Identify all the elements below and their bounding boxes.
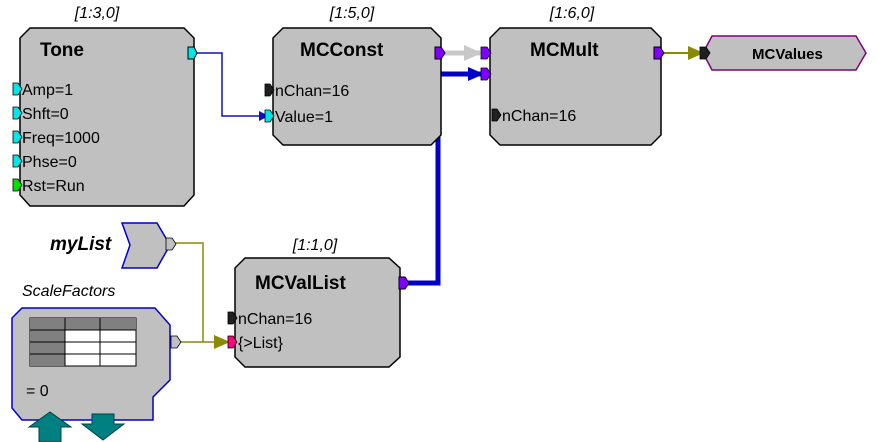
tone-shft-port[interactable]	[12, 106, 23, 120]
tone-freq-label: Freq=1000	[22, 130, 100, 147]
mcmult-nchan-port[interactable]	[491, 108, 502, 122]
mcvallist-block-title: MCValList	[255, 273, 346, 294]
tone-phse-label: Phse=0	[22, 154, 77, 171]
mcmult-block[interactable]: [1:6,0] MCMult nChan=16	[480, 5, 665, 146]
mcvalues-tag[interactable]: MCValues	[699, 35, 867, 71]
tone-block-title: Tone	[40, 40, 84, 61]
wire-mcvallist-to-mcmult[interactable]	[406, 67, 484, 286]
tone-rst-port[interactable]	[12, 178, 23, 192]
mcvallist-nchan-label: nChan=16	[238, 311, 312, 328]
scalefactors-down-arrow-icon[interactable]	[80, 413, 126, 441]
mcvallist-nchan-port[interactable]	[227, 311, 238, 325]
mcconst-block-title: MCConst	[300, 40, 384, 61]
tone-block[interactable]: [1:3,0] Tone Amp=1 Shft=0 Freq=1000 Phse…	[12, 5, 198, 207]
tone-shft-label: Shft=0	[22, 106, 69, 123]
mcmult-input-port-1[interactable]	[480, 46, 492, 60]
tone-amp-port[interactable]	[12, 82, 23, 96]
tone-freq-port[interactable]	[12, 130, 23, 144]
mcvalues-label: MCValues	[752, 46, 823, 63]
mcmult-block-title: MCMult	[530, 40, 599, 61]
scalefactors-block[interactable]: ScaleFactors = 0	[11, 283, 182, 442]
mylist-tag[interactable]: myList	[50, 222, 177, 269]
mcvallist-output-port[interactable]	[398, 276, 410, 290]
mylist-label: myList	[50, 234, 112, 255]
scalefactors-value: = 0	[26, 383, 49, 400]
scalefactors-table-icon	[29, 317, 137, 367]
scalefactors-label: ScaleFactors	[22, 283, 115, 300]
mcconst-value-label: Value=1	[275, 109, 333, 126]
mcvallist-list-port[interactable]	[227, 335, 238, 349]
mcmult-input-port-2[interactable]	[480, 67, 492, 81]
mcconst-output-port[interactable]	[434, 46, 446, 60]
scalefactors-output-port[interactable]	[170, 335, 182, 349]
wire-tone-to-mcconst[interactable]	[193, 52, 269, 121]
mcmult-nchan-label: nChan=16	[502, 108, 576, 125]
mcconst-nchan-label: nChan=16	[275, 83, 349, 100]
tone-output-port[interactable]	[187, 46, 198, 60]
mcconst-block[interactable]: [1:5,0] MCConst nChan=16 Value=1	[264, 5, 446, 146]
mcvallist-block[interactable]: [1:1,0] MCValList nChan=16 {>List}	[227, 237, 410, 368]
tone-phse-port[interactable]	[12, 154, 23, 168]
mcconst-value-port[interactable]	[264, 109, 275, 123]
mcmult-block-id: [1:6,0]	[549, 5, 595, 22]
tone-rst-label: Rst=Run	[22, 178, 85, 195]
mcvallist-list-label: {>List}	[238, 335, 284, 352]
tone-amp-label: Amp=1	[22, 82, 73, 99]
mcconst-block-id: [1:5,0]	[329, 5, 375, 22]
scalefactors-up-arrow-icon[interactable]	[27, 411, 73, 442]
mcvalues-input-port[interactable]	[699, 46, 711, 60]
tone-block-id: [1:3,0]	[74, 5, 120, 22]
mylist-output-port[interactable]	[165, 237, 177, 251]
mcvallist-block-id: [1:1,0]	[292, 237, 338, 254]
mcconst-nchan-port[interactable]	[264, 83, 275, 97]
wire-mylist-to-mcvallist[interactable]	[174, 242, 204, 342]
mcmult-output-port[interactable]	[653, 46, 665, 60]
